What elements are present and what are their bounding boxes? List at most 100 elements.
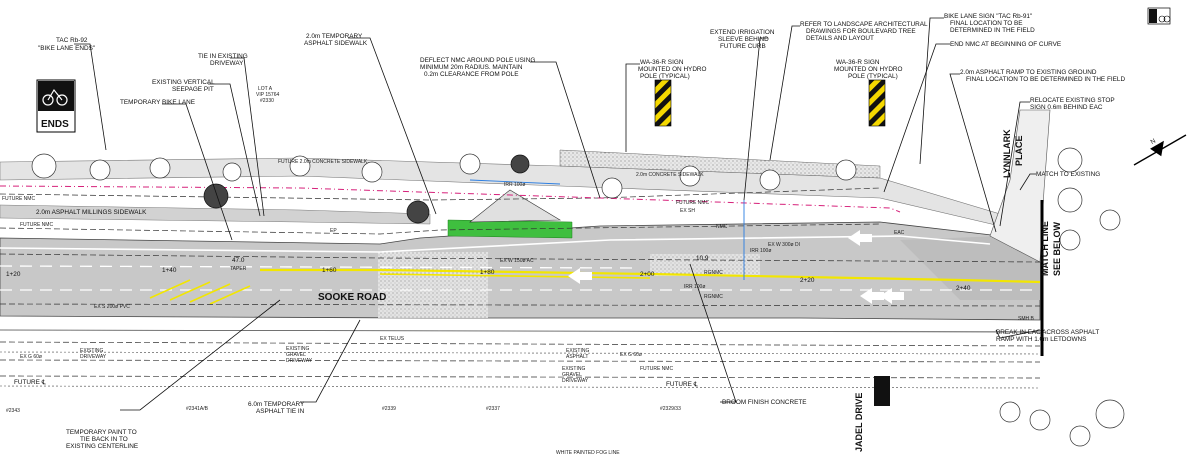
- label-concrete-sidewalk: 2.0m CONCRETE SIDEWALK: [636, 172, 704, 178]
- gravel-triangle: [469, 189, 562, 223]
- tree-4: [222, 162, 242, 182]
- tree-22: [1069, 425, 1091, 447]
- label-smh-b: SMH B: [1018, 316, 1035, 322]
- note-irrigation-3: FUTURE CURB: [720, 43, 766, 50]
- note-temp-paint-3: EXISTING CENTERLINE: [66, 443, 138, 450]
- note-lot-a-3: #2330: [260, 98, 274, 104]
- note-existing-vertical-1: EXISTING VERTICAL: [152, 79, 215, 86]
- road-name-sooke: SOOKE ROAD: [318, 292, 386, 303]
- note-temporary-bike-lane: TEMPORARY BIKE LANE: [120, 99, 195, 106]
- label-existing-gravel-1: EXISTING: [286, 346, 309, 352]
- lane-arrows: [568, 230, 904, 304]
- label-ex-s-200: EX S 200ø PVC: [94, 304, 130, 310]
- label-lot-2339: #2339: [382, 406, 396, 412]
- note-tac-rb92: TAC Rb-92: [56, 37, 88, 44]
- label-lot-2337: #2337: [486, 406, 500, 412]
- tree-11: [601, 177, 623, 199]
- note-wa36-left-3: POLE (TYPICAL): [640, 73, 690, 80]
- leader-lines: [74, 17, 1041, 411]
- note-bike-sign-3: DETERMINED IN THE FIELD: [950, 27, 1035, 34]
- note-wa36-right-1: WA-36-R SIGN: [836, 59, 880, 66]
- note-asphalt-tie-in-1: 6.0m TEMPORARY: [248, 401, 305, 408]
- tree-21: [1029, 409, 1051, 431]
- note-lot-a-1: LOT A: [258, 86, 273, 92]
- label-lot-2329: #2329/33: [660, 406, 681, 412]
- tree-20: [999, 401, 1021, 423]
- tree-3: [149, 157, 171, 179]
- label-future-cl-2: FUTURE ℄: [666, 381, 698, 388]
- annotations-plan: FUTURE 2.0m CONCRETE SIDEWALK 2.0m CONCR…: [2, 159, 1099, 456]
- label-ex-g-60: EX G 60ø: [20, 354, 42, 360]
- street-names: LYNNLARK PLACE MATCH LINE SEE BELOW JADE…: [854, 129, 1062, 452]
- note-lot-a-2: VIP 15764: [256, 92, 279, 98]
- label-existing-driveway-2: DRIVEWAY: [80, 354, 107, 360]
- note-existing-vertical-2: SEEPAGE PIT: [172, 86, 214, 93]
- label-existing-asphalt-1: EXISTING: [566, 348, 589, 354]
- note-landscape-1: REFER TO LANDSCAPE ARCHITECTURAL: [800, 21, 928, 28]
- note-temp-sidewalk-1: 2.0m TEMPORARY: [306, 33, 363, 40]
- note-end-nmc: END NMC AT BEGINNING OF CURVE: [950, 41, 1061, 48]
- dim-47-0: 47.0: [232, 257, 245, 264]
- note-wa36-right-2: MOUNTED ON HYDRO: [834, 66, 903, 73]
- hazard-marker-icon: [654, 79, 672, 127]
- label-asphalt-millings: 2.0m ASPHALT MILLINGS SIDEWALK: [36, 209, 147, 216]
- note-wa36-left-2: MOUNTED ON HYDRO: [638, 66, 707, 73]
- note-break-eac-2: RAMP WITH 1.0m LETDOWNS: [996, 336, 1086, 343]
- label-irr-2: IRR 100ø: [684, 284, 705, 290]
- annotations-top: TAC Rb-92 "BIKE LANE ENDS" TEMPORARY BIK…: [38, 13, 1125, 178]
- note-bike-sign-2: FINAL LOCATION TO BE: [950, 20, 1023, 27]
- station-1-20: 1+20: [6, 271, 21, 278]
- label-irr-1: IRR 100ø: [504, 182, 525, 188]
- tree-17: [1099, 209, 1121, 231]
- note-temp-paint-1: TEMPORARY PAINT TO: [66, 429, 137, 436]
- label-ex-w-300: EX W 300ø DI: [768, 242, 800, 248]
- note-tie-in-2: DRIVEWAY: [210, 60, 244, 67]
- north-arrow-icon: N: [1133, 134, 1187, 166]
- tree-7: [203, 183, 229, 209]
- note-deflect-nmc-2: MINIMUM 20m RADIUS. MAINTAIN: [420, 64, 523, 71]
- jadel-drive-sign: [874, 376, 890, 406]
- ends-sign-text: ENDS: [41, 119, 69, 130]
- note-tie-in-1: TIE IN EXISTING: [198, 53, 248, 60]
- label-ep: EP: [330, 228, 337, 234]
- tree-8: [406, 200, 430, 224]
- label-ex-w-150: EX W 150ø AC: [500, 258, 534, 264]
- dim-10-9: 10.9: [696, 255, 709, 262]
- tree-6: [361, 161, 383, 183]
- station-2-40: 2+40: [956, 285, 971, 292]
- label-rgnmc-1: RGNMC: [704, 270, 723, 276]
- street-jadel-drive: JADEL DRIVE: [854, 393, 864, 452]
- note-temp-paint-2: TIE BACK IN TO: [80, 436, 128, 443]
- label-ex-g-60-2: EX G 60ø: [620, 352, 642, 358]
- bike-lane-line: [0, 235, 991, 253]
- bike-lane-sign-icon: [1147, 7, 1171, 25]
- irrigation-line: [469, 179, 745, 280]
- tree-9: [459, 153, 481, 175]
- tree-5: [289, 155, 311, 177]
- north-label: N: [1150, 137, 1158, 146]
- label-existing-gravel-3: DRIVEWAY: [286, 358, 313, 364]
- label-nmc: NMC: [716, 224, 728, 230]
- note-asphalt-ramp-1: 2.0m ASPHALT RAMP TO EXISTING GROUND: [960, 69, 1097, 76]
- hazard-marker-icon-2: [868, 79, 886, 127]
- tree-12: [679, 165, 701, 187]
- note-match-existing: MATCH TO EXISTING: [1036, 171, 1100, 178]
- label-existing-asphalt-2: ASPHALT: [566, 354, 588, 360]
- note-wa36-left-1: WA-36-R SIGN: [640, 59, 684, 66]
- lower-road-edge: [0, 329, 1041, 333]
- note-temp-sidewalk-2: ASPHALT SIDEWALK: [304, 40, 368, 47]
- label-ex-telus: EX TELUS: [380, 336, 405, 342]
- tree-1: [31, 153, 57, 179]
- note-break-eac-1: BREAK IN EAC ACROSS ASPHALT: [996, 329, 1099, 336]
- hatched-boulevard: [559, 149, 881, 179]
- green-boulevard: [447, 219, 573, 239]
- tree-13: [759, 169, 781, 191]
- label-future-cl-1: FUTURE ℄: [14, 379, 46, 386]
- note-relocate-stop-1: RELOCATE EXISTING STOP: [1030, 97, 1115, 104]
- label-eac: EAC: [894, 230, 905, 236]
- label-taper: TAPER: [230, 266, 247, 272]
- note-asphalt-ramp-2: FINAL LOCATION TO BE DETERMINED IN THE F…: [966, 76, 1125, 83]
- label-existing-gravel-b-2: GRAVEL: [562, 372, 582, 378]
- note-broom-finish: BROOM FINISH CONCRETE: [722, 399, 807, 406]
- trees: [31, 147, 1125, 447]
